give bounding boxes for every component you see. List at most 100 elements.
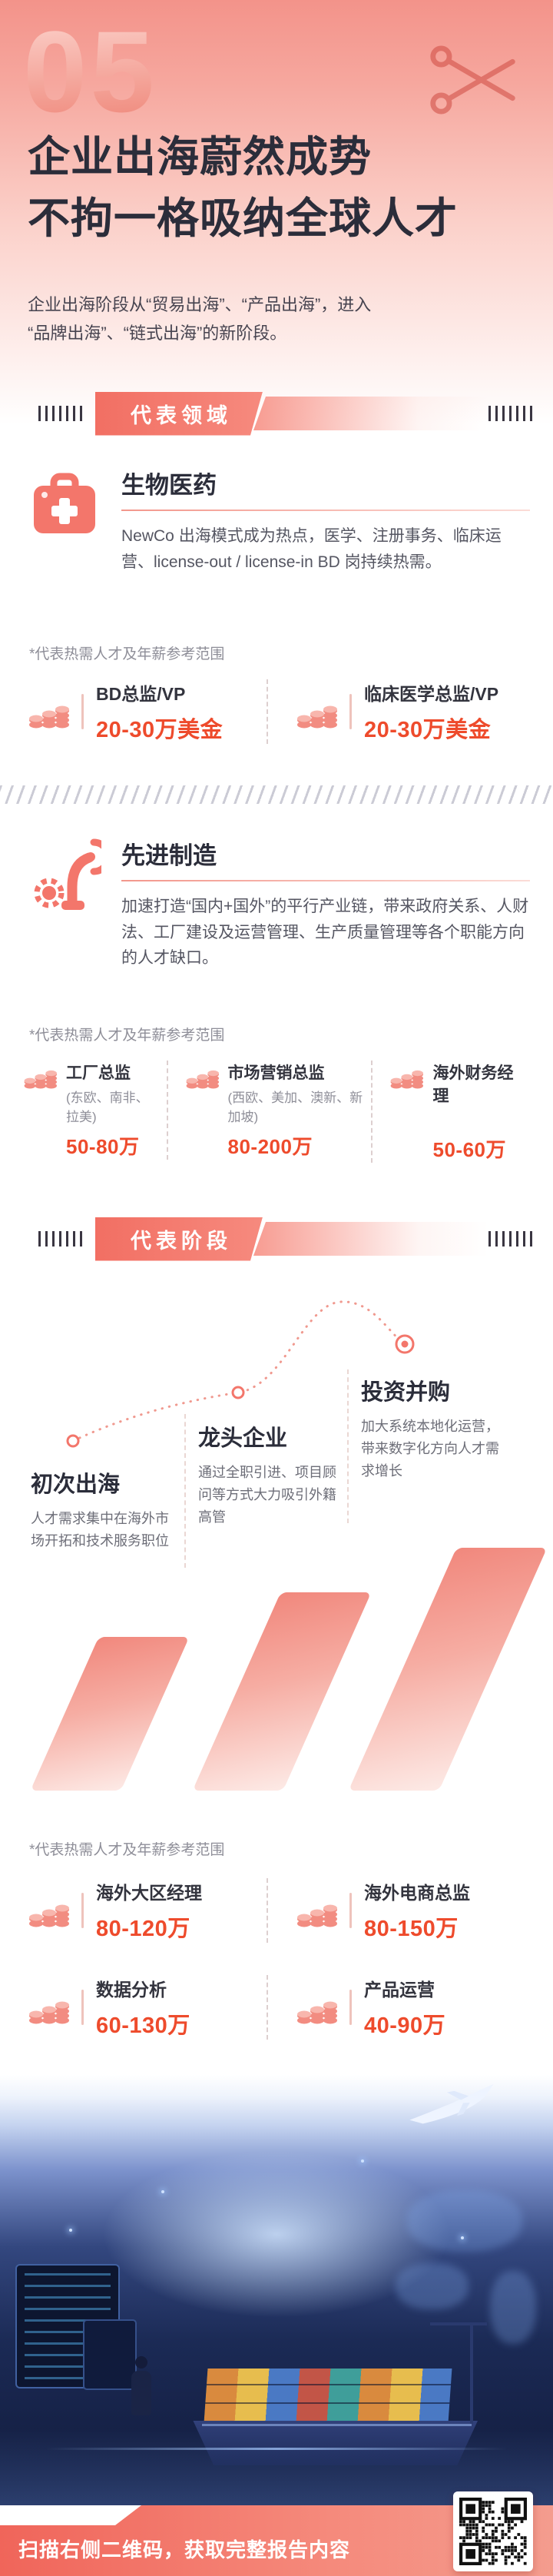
person-body	[131, 2371, 151, 2415]
salary-role: BD总监/VP	[96, 684, 186, 704]
salary-range: 40-90万	[364, 2013, 446, 2038]
biopharma-desc: NewCo 出海模式成为热点，医学、注册事务、临床运营、license-out …	[121, 527, 502, 571]
salary-cell: 海外财务经理 50-60万	[371, 1061, 533, 1163]
salary-cell: 工厂总监 (东欧、南非、拉美) 50-80万	[23, 1061, 167, 1160]
cell-divider-bar	[349, 1990, 352, 2025]
cell-divider-bar	[349, 694, 352, 729]
cargo-containers	[204, 2369, 452, 2422]
stages-banner: 代表阶段	[0, 1220, 553, 1257]
stage-desc: 加大系统本地化运营，带来数字化方向人才需求增长	[361, 1419, 499, 1479]
banner-ribbon-tail	[253, 397, 488, 430]
sparkle	[461, 2236, 464, 2239]
fields-banner: 代表领域	[0, 395, 553, 432]
salary-cell: 产品运营 40-90万	[267, 1975, 530, 2040]
robot-arm-icon	[34, 838, 101, 910]
page-title-line2: 不拘一格吸纳全球人才	[28, 194, 459, 242]
salary-role: 海外电商总监	[364, 1883, 470, 1903]
salary-role: 海外财务经理	[432, 1064, 514, 1105]
banner-ribbon: 代表领域	[95, 392, 263, 436]
salary-role: 市场营销总监	[227, 1064, 325, 1082]
page-title-line1: 企业出海蔚然成势	[28, 133, 373, 181]
salary-range: 60-130万	[96, 2013, 190, 2038]
stage-item-investment-ma: 投资并购 加大系统本地化运营，带来数字化方向人才需求增长	[361, 1374, 518, 1482]
cell-divider-bar	[81, 694, 84, 729]
coins-icon	[296, 694, 337, 729]
curve-node	[231, 1386, 245, 1399]
salary-cell: BD总监/VP 20-30万美金	[28, 679, 262, 744]
manufacturing-salary-row: 工厂总监 (东欧、南非、拉美) 50-80万 市场营销总监 (西欧、美加、澳新、…	[23, 1061, 533, 1163]
person-figure	[131, 2356, 152, 2424]
manufacturing-title: 先进制造	[121, 836, 530, 881]
salary-range: 50-60万	[432, 1138, 506, 1161]
stages-dotted-curve	[66, 1300, 415, 1448]
coins-icon	[296, 1893, 337, 1928]
banner-ribbon: 代表阶段	[95, 1217, 263, 1261]
banner-hatch-right	[488, 406, 533, 421]
salary-text: 海外大区经理 80-120万	[96, 1878, 202, 1943]
stage-title: 初次出海	[31, 1472, 121, 1497]
stage-desc: 人才需求集中在海外市场开拓和技术服务职位	[31, 1511, 169, 1549]
stage-desc: 通过全职引进、项目顾问等方式大力吸引外籍高管	[198, 1465, 336, 1525]
intro-text: 企业出海阶段从“贸易出海”、“产品出海”，进入 “品牌出海”、“链式出海”的新阶…	[28, 290, 535, 348]
salary-cell: 海外电商总监 80-150万	[267, 1878, 530, 1943]
diagonal-divider	[0, 785, 553, 804]
coins-icon	[389, 1061, 424, 1090]
salary-region: (东欧、南非、拉美)	[66, 1090, 149, 1124]
banner-ribbon-tail	[253, 1222, 488, 1256]
coins-icon	[23, 1061, 57, 1090]
salary-range: 80-200万	[227, 1135, 313, 1158]
salary-range: 80-150万	[364, 1917, 459, 1941]
salary-role: 数据分析	[96, 1980, 167, 2000]
stage-title: 投资并购	[361, 1380, 451, 1405]
qr-code-pattern	[459, 2498, 527, 2565]
salary-text: 海外电商总监 80-150万	[364, 1878, 470, 1943]
salary-cell: 临床医学总监/VP 20-30万美金	[267, 679, 530, 744]
trend-bar	[30, 1637, 190, 1791]
world-map-dots	[396, 2263, 469, 2309]
person-head	[135, 2356, 147, 2369]
salary-range: 50-80万	[66, 1135, 140, 1158]
salary-note: *代表热需人才及年薪参考范围	[29, 1842, 225, 1858]
salary-text: 市场营销总监 (西欧、美加、澳新、新加坡) 80-200万	[228, 1061, 364, 1160]
salary-text: 临床医学总监/VP 20-30万美金	[364, 679, 498, 744]
salary-role: 工厂总监	[66, 1064, 131, 1082]
stage-column-divider	[184, 1414, 186, 1568]
salary-region: (西欧、美加、澳新、新加坡)	[227, 1090, 363, 1124]
banner-hatch-left	[38, 406, 83, 421]
biopharma-section: 生物医药 NewCo 出海模式成为热点，医学、注册事务、临床运营、license…	[28, 466, 530, 575]
salary-region	[432, 1110, 525, 1128]
sparkle	[69, 2229, 72, 2232]
medical-kit-icon	[34, 473, 95, 533]
salary-range: 20-30万美金	[96, 718, 224, 742]
sparkle	[161, 2190, 164, 2193]
world-map-dots	[490, 2271, 536, 2344]
cargo-ship-hull	[193, 2421, 478, 2465]
salary-text: 海外财务经理 50-60万	[432, 1061, 525, 1163]
stage-title: 龙头企业	[198, 1426, 288, 1451]
page-number: 05	[23, 7, 157, 136]
salary-cell: 数据分析 60-130万	[28, 1975, 262, 2040]
qr-code	[453, 2491, 533, 2571]
banner-hatch-left	[38, 1231, 83, 1247]
dashboard-screen-secondary	[83, 2319, 137, 2390]
page-title: 企业出海蔚然成势 不拘一格吸纳全球人才	[28, 127, 458, 250]
cell-divider-bar	[349, 1893, 352, 1928]
salary-cell: 海外大区经理 80-120万	[28, 1878, 262, 1943]
salary-text: BD总监/VP 20-30万美金	[96, 679, 223, 744]
horizon-glow	[88, 2143, 465, 2325]
coins-icon	[185, 1061, 219, 1090]
intro-line1: 企业出海阶段从“贸易出海”、“产品出海”，进入	[28, 295, 372, 314]
floor-light-streak	[46, 2448, 507, 2450]
salary-role: 海外大区经理	[96, 1883, 202, 1903]
trend-bar	[192, 1592, 372, 1791]
salary-range: 20-30万美金	[364, 718, 492, 742]
biopharma-salary-row: BD总监/VP 20-30万美金 临床医学总监/VP 20-30万美金	[28, 679, 530, 744]
salary-note: *代表热需人才及年薪参考范围	[29, 1027, 225, 1044]
biopharma-content: 生物医药 NewCo 出海模式成为热点，医学、注册事务、临床运营、license…	[121, 466, 530, 575]
salary-text: 数据分析 60-130万	[96, 1975, 190, 2040]
salary-cell: 市场营销总监 (西欧、美加、澳新、新加坡) 80-200万	[166, 1061, 372, 1160]
scissors-icon	[430, 45, 515, 115]
cell-divider-bar	[81, 1990, 84, 2025]
stage-item-first-voyage: 初次出海 人才需求集中在海外市场开拓和技术服务职位	[31, 1466, 188, 1552]
